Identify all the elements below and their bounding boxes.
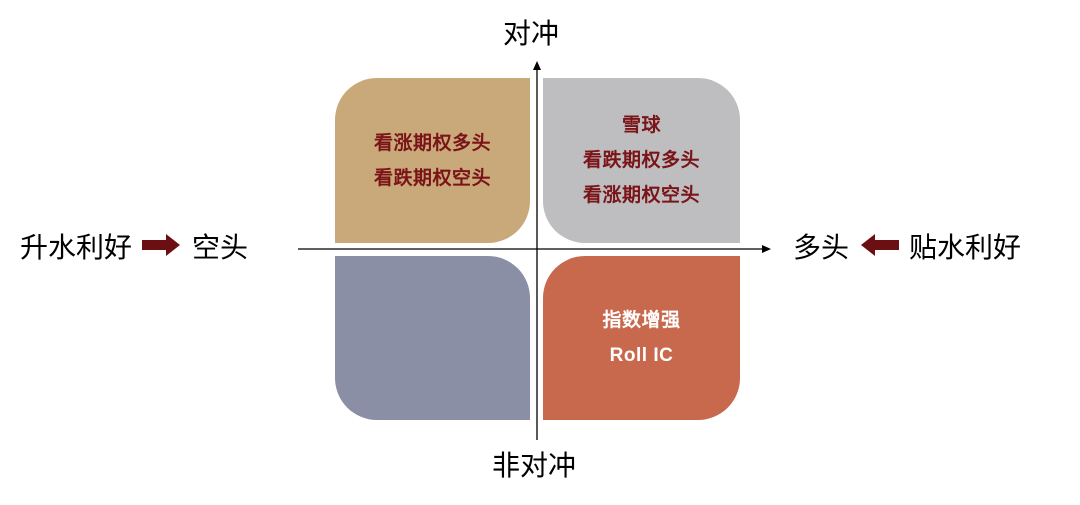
quadrant-text: 指数增强	[602, 309, 681, 331]
right-arrow-icon	[142, 233, 182, 262]
axis-label-top: 对冲	[503, 17, 560, 50]
left-arrow-icon	[859, 233, 900, 262]
axis-label-bottom: 非对冲	[492, 449, 577, 482]
left-driver-text: 升水利好	[20, 230, 133, 264]
quadrant-bottom-left	[335, 256, 530, 420]
quadrant-text: 看跌期权空头	[373, 166, 491, 189]
right-driver-group: 多头 贴水利好	[793, 233, 1021, 262]
quadrant-text: 看涨期权空头	[582, 184, 700, 206]
axis-label-right: 多头	[793, 230, 850, 264]
quadrant-top-right: 雪球 看跌期权多头 看涨期权空头	[543, 78, 740, 243]
quadrant-top-left: 看涨期权多头 看跌期权空头	[335, 78, 530, 243]
axis-label-left: 空头	[192, 230, 249, 264]
quadrant-text: Roll IC	[609, 345, 674, 366]
quadrant-text: 雪球	[621, 114, 661, 136]
quadrant-text: 看涨期权多头	[373, 131, 491, 154]
left-driver-group: 升水利好 空头	[20, 233, 248, 262]
quadrant-bottom-right: 指数增强 Roll IC	[543, 256, 740, 420]
quadrant-text: 看跌期权多头	[582, 149, 700, 171]
right-driver-text: 贴水利好	[909, 230, 1022, 264]
